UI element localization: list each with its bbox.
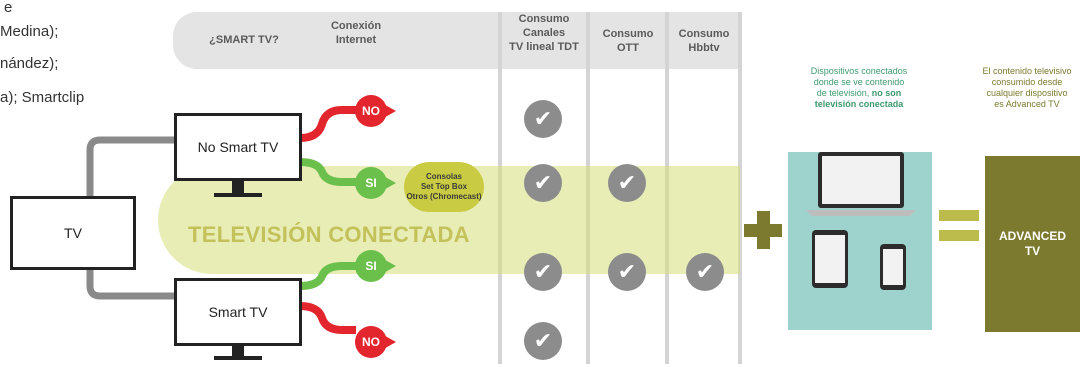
devices-illustration: [806, 152, 916, 290]
header-consumo-canales: Consumo Canales TV lineal TDT: [500, 12, 588, 54]
consolas-pill: Consolas Set Top Box Otros (Chromecast): [404, 162, 484, 212]
header-canales-line3: TV lineal TDT: [509, 41, 579, 53]
header-conexion-line2: Internet: [335, 34, 377, 46]
connected-devices-note: Dispositivos conectados donde se ve cont…: [784, 66, 934, 110]
phone-icon: [880, 244, 906, 290]
check-icon: ✔: [686, 253, 724, 291]
advanced-note-line3: cualquier dispositivo: [986, 88, 1068, 98]
smart-tv-base: [214, 356, 262, 360]
advanced-tv-note: El contenido televisivo consumido desde …: [970, 66, 1084, 110]
header-conexion-internet: Conexión Internet: [310, 19, 402, 47]
check-icon: ✔: [524, 253, 562, 291]
header-hbbtv-line2: Hbbtv: [688, 42, 720, 54]
check-icon: ✔: [608, 253, 646, 291]
header-consumo-hbbtv: Consumo Hbbtv: [668, 27, 740, 55]
header-consumo-ott: Consumo OTT: [590, 27, 666, 55]
no-bottom-connector: [299, 302, 356, 334]
tv-to-smart-line: [86, 258, 176, 300]
advanced-note-line4: es Advanced TV: [994, 99, 1060, 109]
connected-devices-box: [788, 152, 932, 330]
tablet-icon: [812, 230, 848, 288]
header-canales-line2: Canales: [522, 27, 566, 39]
tv-label: TV: [64, 225, 82, 241]
advanced-note-line1: El contenido televisivo: [982, 66, 1072, 76]
plus-icon: [757, 211, 770, 249]
check-icon: ✔: [524, 164, 562, 202]
note-line4: televisión conectada: [814, 99, 904, 109]
no-top-connector: [299, 106, 356, 142]
note-line1: Dispositivos conectados: [810, 66, 908, 76]
check-icon: ✔: [524, 100, 562, 138]
bg-line-1: e: [4, 0, 13, 16]
advanced-note-line2: consumido desde: [991, 77, 1063, 87]
tv-to-no-smart-line: [86, 136, 176, 196]
advanced-tv-line1: ADVANCED: [998, 229, 1067, 243]
header-canales-line1: Consumo: [518, 13, 570, 25]
consolas-line3: Otros (Chromecast): [406, 192, 482, 201]
check-icon: ✔: [608, 164, 646, 202]
header-ott-line2: OTT: [617, 42, 639, 54]
smart-tv-label: Smart TV: [208, 304, 268, 320]
note-line3-prefix: de televisión,: [816, 88, 872, 98]
note-line3-bold: no son: [871, 88, 902, 98]
consolas-line2: Set Top Box: [420, 182, 468, 191]
si-top-badge: SI: [355, 167, 387, 199]
header-hbbtv-line1: Consumo: [678, 28, 730, 40]
si-top-connector: [299, 158, 356, 186]
no-smart-tv-screen: No Smart TV: [174, 113, 302, 181]
no-bottom-badge: NO: [355, 326, 387, 358]
tv-screen: TV: [10, 196, 136, 270]
column-separator: [738, 12, 742, 364]
bg-line-4: a); Smartclip: [0, 89, 85, 106]
equals-icon: [939, 230, 979, 241]
no-smart-tv-label: No Smart TV: [197, 139, 279, 155]
si-bottom-badge: SI: [355, 250, 387, 282]
advanced-tv-box: ADVANCED TV: [985, 156, 1080, 332]
si-bottom-connector: [299, 262, 356, 290]
bg-line-3: nández);: [0, 55, 59, 72]
bg-line-2: Medina);: [0, 23, 59, 40]
header-smart-tv: ¿SMART TV?: [209, 34, 279, 46]
smart-tv-screen: Smart TV: [174, 278, 302, 346]
equals-icon: [939, 210, 979, 221]
header-ott-line1: Consumo: [602, 28, 654, 40]
advanced-tv-line2: TV: [1024, 244, 1041, 258]
television-conectada-title: TELEVISIÓN CONECTADA: [188, 222, 470, 247]
smart-tv-stand: [232, 346, 244, 356]
header-band: [173, 12, 740, 69]
header-conexion-line1: Conexión: [330, 20, 382, 32]
no-top-badge: NO: [355, 95, 387, 127]
no-smart-tv-stand: [232, 181, 244, 193]
note-line2: donde se ve contenido: [813, 77, 905, 87]
no-smart-tv-base: [214, 193, 262, 197]
check-icon: ✔: [524, 322, 562, 360]
laptop-icon: [806, 152, 916, 216]
consolas-line1: Consolas: [425, 172, 462, 181]
